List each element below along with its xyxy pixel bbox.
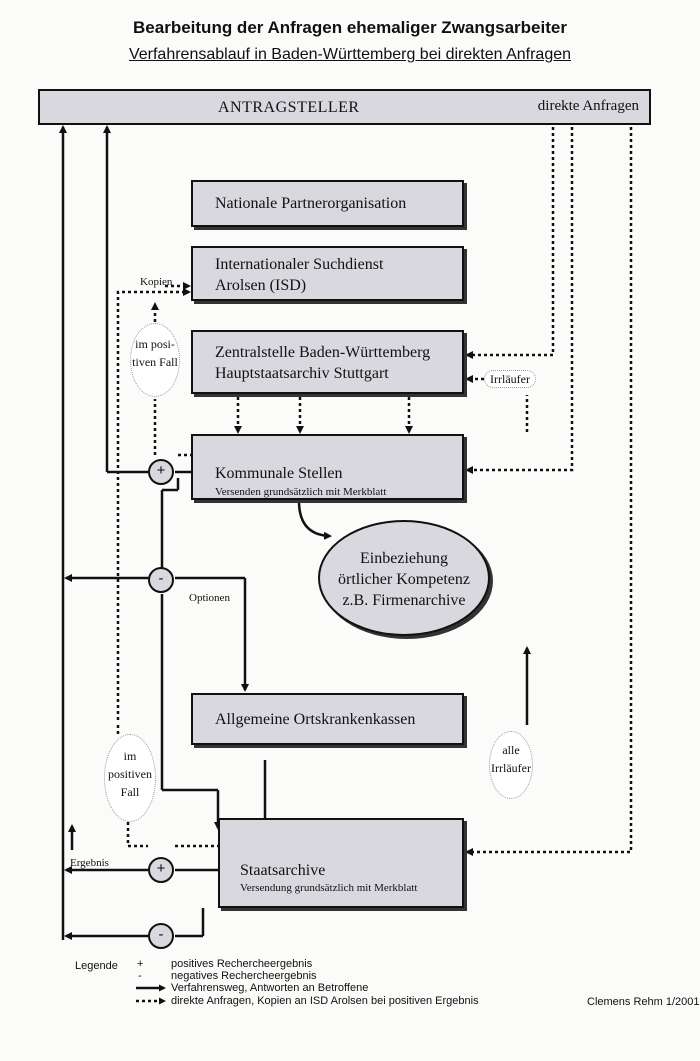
antragsteller-box: ANTRAGSTELLER direkte Anfragen — [38, 89, 651, 125]
legend-plus-symbol: + — [137, 958, 144, 970]
diagram-title: Bearbeitung der Anfragen ehemaliger Zwan… — [133, 18, 567, 37]
kommunale-label: Kommunale Stellen — [215, 465, 343, 482]
alle-irrlaeufer-bubble: alle Irrläufer — [489, 731, 533, 799]
bubble-text: alle — [502, 743, 520, 757]
direkte-anfragen-label: direkte Anfragen — [537, 98, 639, 114]
legend-minus-symbol: - — [138, 970, 142, 982]
im-positiven-fall-bubble-lower: im positiven Fall — [104, 734, 156, 822]
bubble-text: Irrläufer — [491, 761, 531, 775]
im-positiven-fall-bubble-upper: im posi- tiven Fall — [130, 323, 180, 397]
nationale-partnerorganisation-box: Nationale Partnerorganisation — [191, 180, 464, 227]
staatsarchive-sublabel: Versendung grundsätzlich mit Merkblatt — [240, 882, 418, 894]
staatsarchive-box: Staatsarchive Versendung grundsätzlich m… — [218, 818, 464, 908]
legend-heading: Legende — [75, 960, 118, 972]
legend-solid-text: Verfahrensweg, Antworten an Betroffene — [171, 982, 369, 994]
isd-box: Internationaler Suchdienst Arolsen (ISD) — [191, 246, 464, 301]
zentralstelle-box: Zentralstelle Baden-Württemberg Hauptsta… — [191, 330, 464, 394]
kommunale-sublabel: Versenden grundsätzlich mit Merkblatt — [215, 486, 387, 498]
nationale-label: Nationale Partnerorganisation — [215, 195, 407, 212]
aok-box: Allgemeine Ortskrankenkassen — [191, 693, 464, 745]
optionen-label: Optionen — [189, 592, 230, 604]
minus-node-kommunale: - — [148, 567, 174, 593]
bubble-text: im — [123, 749, 137, 763]
author-credit: Clemens Rehm 1/2001 — [587, 996, 700, 1008]
bubble-text: positiven — [108, 767, 152, 781]
plus-node-staatsarchive: + — [148, 857, 174, 883]
zentralstelle-label-1: Zentralstelle Baden-Württemberg — [215, 344, 431, 361]
isd-label-1: Internationaler Suchdienst — [215, 256, 384, 273]
irrlaeufer-bubble: Irrläufer — [484, 370, 536, 388]
antragsteller-label: ANTRAGSTELLER — [218, 99, 360, 116]
ellipse-line-3: z.B. Firmenarchive — [342, 592, 466, 609]
plus-node-kommunale: + — [148, 459, 174, 485]
kopien-label: Kopien — [140, 276, 173, 288]
staatsarchive-label: Staatsarchive — [240, 862, 326, 879]
bubble-text: im posi- — [135, 337, 175, 351]
aok-label: Allgemeine Ortskrankenkassen — [215, 711, 416, 728]
isd-label-2: Arolsen (ISD) — [215, 277, 307, 294]
ellipse-line-2: örtlicher Kompetenz — [338, 571, 470, 588]
legend-minus-text: negatives Rechercheergebnis — [171, 970, 317, 982]
ellipse-line-1: Einbeziehung — [360, 550, 448, 567]
minus-node-staatsarchive: - — [148, 923, 174, 949]
oertliche-kompetenz-ellipse: Einbeziehung örtlicher Kompetenz z.B. Fi… — [318, 520, 490, 636]
zentralstelle-label-2: Hauptstaatsarchiv Stuttgart — [215, 365, 389, 382]
legend-dotted-text: direkte Anfragen, Kopien an ISD Arolsen … — [171, 995, 479, 1007]
kommunale-stellen-box: Kommunale Stellen Versenden grundsätzlic… — [191, 434, 464, 500]
diagram-subtitle: Verfahrensablauf in Baden-Württemberg be… — [128, 46, 572, 63]
bubble-text: Fall — [120, 785, 140, 799]
ergebnis-label: Ergebnis — [70, 857, 109, 869]
bubble-text: tiven Fall — [132, 355, 178, 369]
legend-plus-text: positives Rechercheergebnis — [171, 958, 313, 970]
